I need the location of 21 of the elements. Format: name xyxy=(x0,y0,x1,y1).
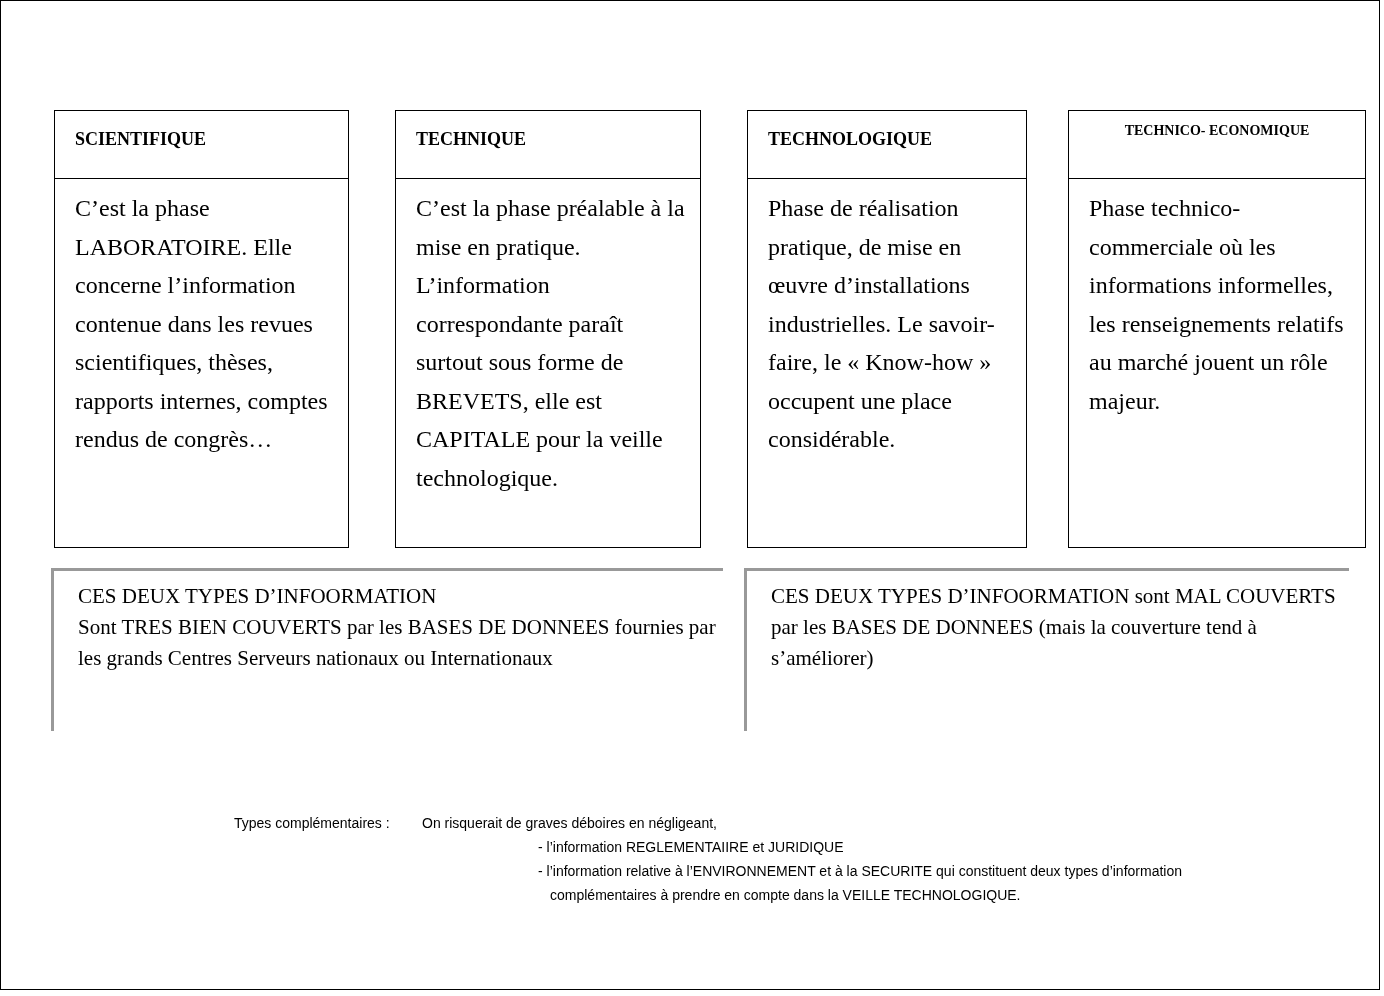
panel-text: Sont TRES BIEN COUVERTS par les BASES DE DONNEES fournies par les grands Centres Serveurs nationaux ou Internationaux xyxy=(78,614,717,672)
column-header: SCIENTIFIQUE xyxy=(55,111,348,179)
note-text: - l’information relative à l’ENVIRONNEMENT et à la SECURITE qui constituent deux types d’information complémentaires à prendre en compte dans la VEILLE TECHNOLOGIQUE. xyxy=(538,862,1183,905)
panel-text: CES DEUX TYPES D’INFOORMATION sont MAL COUVERTS par les BASES DE DONNEES (mais la couverture tend à s’améliorer) xyxy=(771,583,1337,672)
card-text: C’est la phase LABORATOIRE. Elle concerne l’information contenue dans les revues scientifiques, thèses, rapports internes, comptes rendus de congrès… xyxy=(74,194,329,454)
card-text: Phase de réalisation pratique, de mise en œuvre d’installations industrielles. Le savoir-faire, le « Know-how » occupent une place considérable. xyxy=(767,194,996,454)
column-header: TECHNICO- ECONOMIQUE xyxy=(1069,111,1365,179)
panel-text: CES DEUX TYPES D’INFOORMATION xyxy=(78,583,438,610)
phase-card xyxy=(1068,110,1366,548)
note-panel xyxy=(51,568,723,731)
phase-card xyxy=(395,110,701,548)
note-text: - l’information REGLEMENTAIIRE et JURIDIQUE xyxy=(538,838,844,857)
card-text: C’est la phase préalable à la mise en pratique. L’information correspondante paraît surtout sous forme de BREVETS, elle est CAPITALE pour la veille technologique. xyxy=(415,194,686,493)
column-header: TECHNOLOGIQUE xyxy=(748,111,1026,179)
note-text: On risquerait de graves déboires en négligeant, xyxy=(422,814,717,833)
card-text: Phase technico-commerciale où les informations informelles, les renseignements relatifs au marché jouent un rôle majeur. xyxy=(1088,194,1345,416)
phase-card xyxy=(54,110,349,548)
column-header: TECHNIQUE xyxy=(396,111,700,179)
note-panel xyxy=(744,568,1349,731)
note-text: Types complémentaires : xyxy=(234,814,390,833)
phase-card xyxy=(747,110,1027,548)
